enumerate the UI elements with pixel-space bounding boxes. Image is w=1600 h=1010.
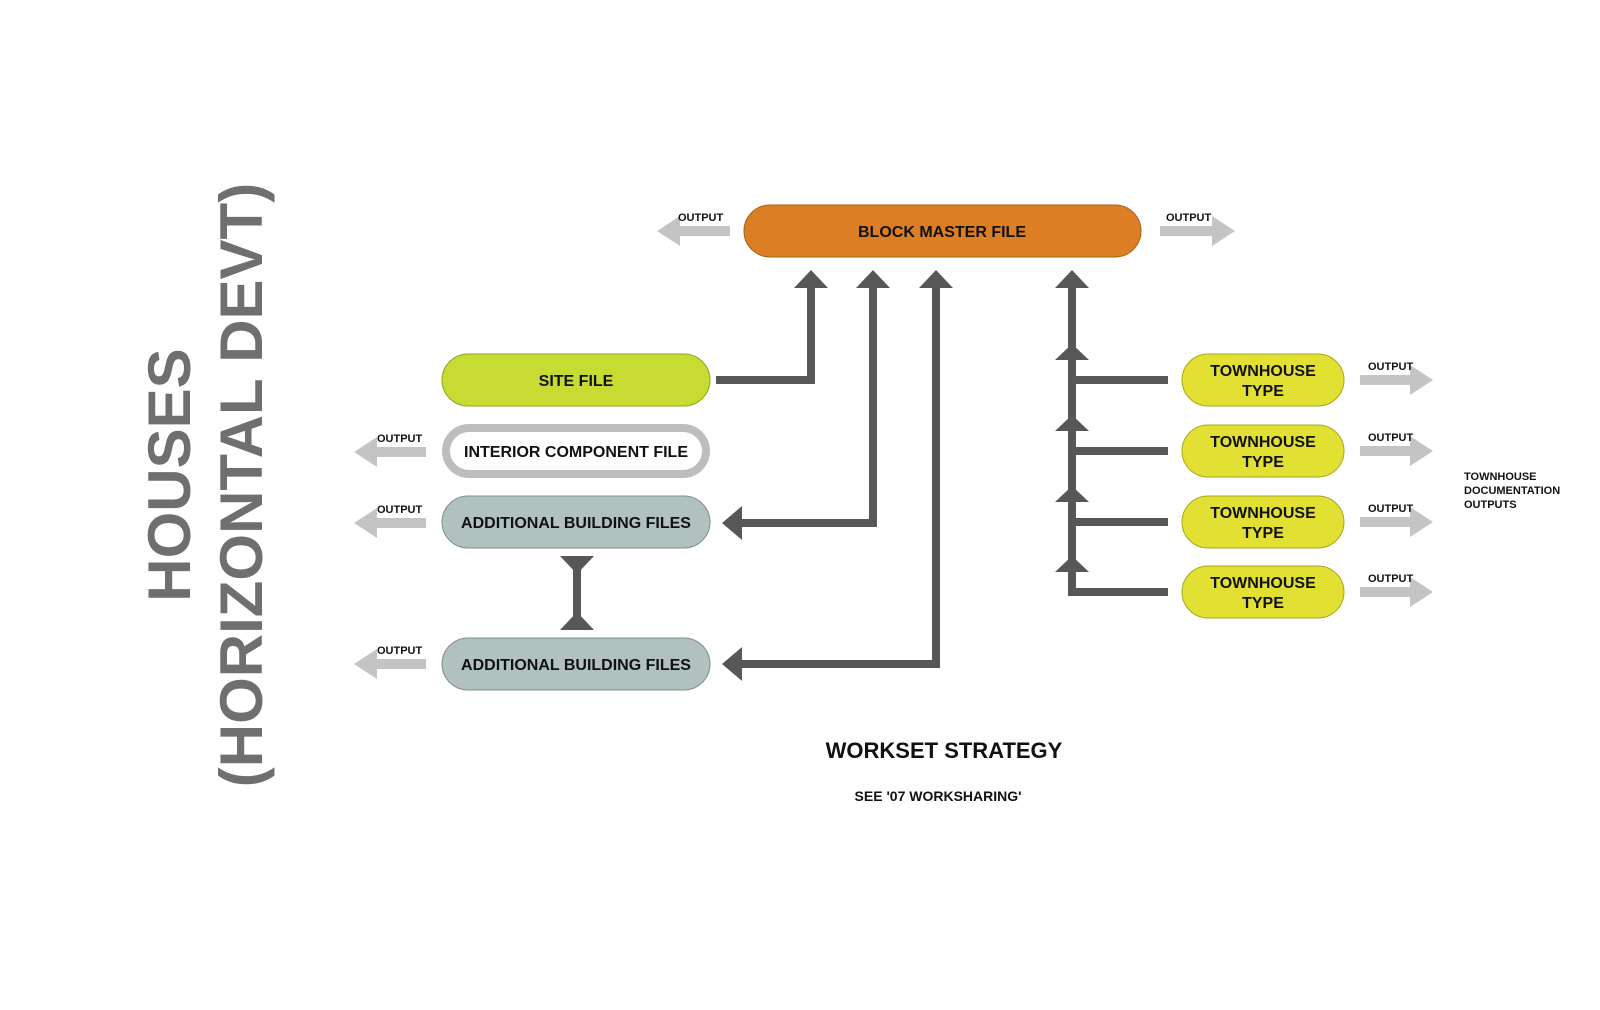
- arrowhead-trunk-1: [1055, 344, 1089, 360]
- arrowhead-trunk-4: [1055, 556, 1089, 572]
- output-label-master-right: OUTPUT: [1166, 212, 1212, 224]
- node-townhouse-2[interactable]: TOWNHOUSE TYPE: [1181, 424, 1345, 478]
- output-arrow-townhouse-2: [1360, 436, 1433, 466]
- arrowhead-trunk-2: [1055, 415, 1089, 431]
- footer: WORKSET STRATEGY SEE '07 WORKSHARING': [826, 738, 1063, 804]
- townhouse-outputs-line3: OUTPUTS: [1464, 499, 1517, 511]
- node-townhouse-1-line1: TOWNHOUSE: [1210, 363, 1316, 380]
- arrowhead-up-additional-2: [919, 270, 953, 288]
- node-townhouse-1-line2: TYPE: [1242, 383, 1284, 400]
- node-townhouse-1[interactable]: TOWNHOUSE TYPE: [1181, 353, 1345, 407]
- arrowhead-down-additional-link: [560, 556, 594, 574]
- output-arrow-master-left: [657, 216, 730, 246]
- connector-master-to-additional-2: [740, 286, 940, 668]
- arrowhead-left-additional-2: [722, 647, 742, 681]
- node-site-file-label: SITE FILE: [539, 373, 614, 390]
- arrowhead-left-additional-1: [722, 506, 742, 540]
- node-additional-building-2[interactable]: ADDITIONAL BUILDING FILES: [441, 637, 711, 691]
- node-townhouse-3-line2: TYPE: [1242, 525, 1284, 542]
- townhouse-outputs-line2: DOCUMENTATION: [1464, 485, 1560, 497]
- node-townhouse-4-line2: TYPE: [1242, 595, 1284, 612]
- nodes: BLOCK MASTER FILE SITE FILE INTERIOR COM…: [441, 204, 1345, 691]
- output-arrow-additional-1: [354, 508, 426, 538]
- side-title-line1: HOUSES: [136, 348, 203, 601]
- node-additional-building-1[interactable]: ADDITIONAL BUILDING FILES: [441, 495, 711, 549]
- arrowhead-up-townhouse-trunk: [1055, 270, 1089, 288]
- output-label-additional-1: OUTPUT: [377, 504, 423, 516]
- node-additional-building-2-label: ADDITIONAL BUILDING FILES: [461, 657, 691, 674]
- output-label-additional-2: OUTPUT: [377, 645, 423, 657]
- node-site-file[interactable]: SITE FILE: [441, 353, 711, 407]
- output-label-townhouse-2: OUTPUT: [1368, 432, 1414, 444]
- side-title-line2: (HORIZONTAL DEVT): [208, 183, 275, 787]
- arrowhead-up-site: [794, 270, 828, 288]
- node-townhouse-2-line1: TOWNHOUSE: [1210, 434, 1316, 451]
- arrowhead-trunk-3: [1055, 486, 1089, 502]
- output-label-interior: OUTPUT: [377, 433, 423, 445]
- output-arrow-townhouse-4: [1360, 577, 1433, 607]
- output-arrow-master-right: [1160, 216, 1235, 246]
- output-label-townhouse-3: OUTPUT: [1368, 503, 1414, 515]
- output-arrow-townhouse-3: [1360, 507, 1433, 537]
- output-arrow-interior: [354, 437, 426, 467]
- node-block-master-label: BLOCK MASTER FILE: [858, 224, 1026, 241]
- node-interior-component[interactable]: INTERIOR COMPONENT FILE: [442, 424, 710, 478]
- output-arrow-townhouse-1: [1360, 365, 1433, 395]
- output-label-townhouse-1: OUTPUT: [1368, 361, 1414, 373]
- node-additional-building-1-label: ADDITIONAL BUILDING FILES: [461, 515, 691, 532]
- node-townhouse-4[interactable]: TOWNHOUSE TYPE: [1181, 565, 1345, 619]
- side-title: HOUSES (HORIZONTAL DEVT): [136, 183, 275, 787]
- townhouse-outputs-line1: TOWNHOUSE: [1464, 471, 1537, 483]
- townhouse-outputs-note: TOWNHOUSE DOCUMENTATION OUTPUTS: [1464, 471, 1560, 511]
- node-townhouse-3-line1: TOWNHOUSE: [1210, 505, 1316, 522]
- node-townhouse-3[interactable]: TOWNHOUSE TYPE: [1181, 495, 1345, 549]
- footer-subtitle: SEE '07 WORKSHARING': [855, 788, 1022, 804]
- connector-master-to-additional-1: [740, 286, 877, 527]
- connectors: [560, 270, 1168, 681]
- connector-site-to-master: [716, 286, 815, 384]
- output-label-master-left: OUTPUT: [678, 212, 724, 224]
- output-arrow-additional-2: [354, 649, 426, 679]
- arrowhead-up-additional-1: [856, 270, 890, 288]
- output-label-townhouse-4: OUTPUT: [1368, 573, 1414, 585]
- node-townhouse-2-line2: TYPE: [1242, 454, 1284, 471]
- node-interior-component-label: INTERIOR COMPONENT FILE: [464, 444, 688, 461]
- output-arrows: OUTPUT OUTPUT OUTPUT OUTPUT OUTPUT OUTPU…: [354, 212, 1433, 679]
- footer-title: WORKSET STRATEGY: [826, 738, 1063, 763]
- arrowhead-up-additional-link: [560, 612, 594, 630]
- node-townhouse-4-line1: TOWNHOUSE: [1210, 575, 1316, 592]
- node-block-master[interactable]: BLOCK MASTER FILE: [743, 204, 1142, 258]
